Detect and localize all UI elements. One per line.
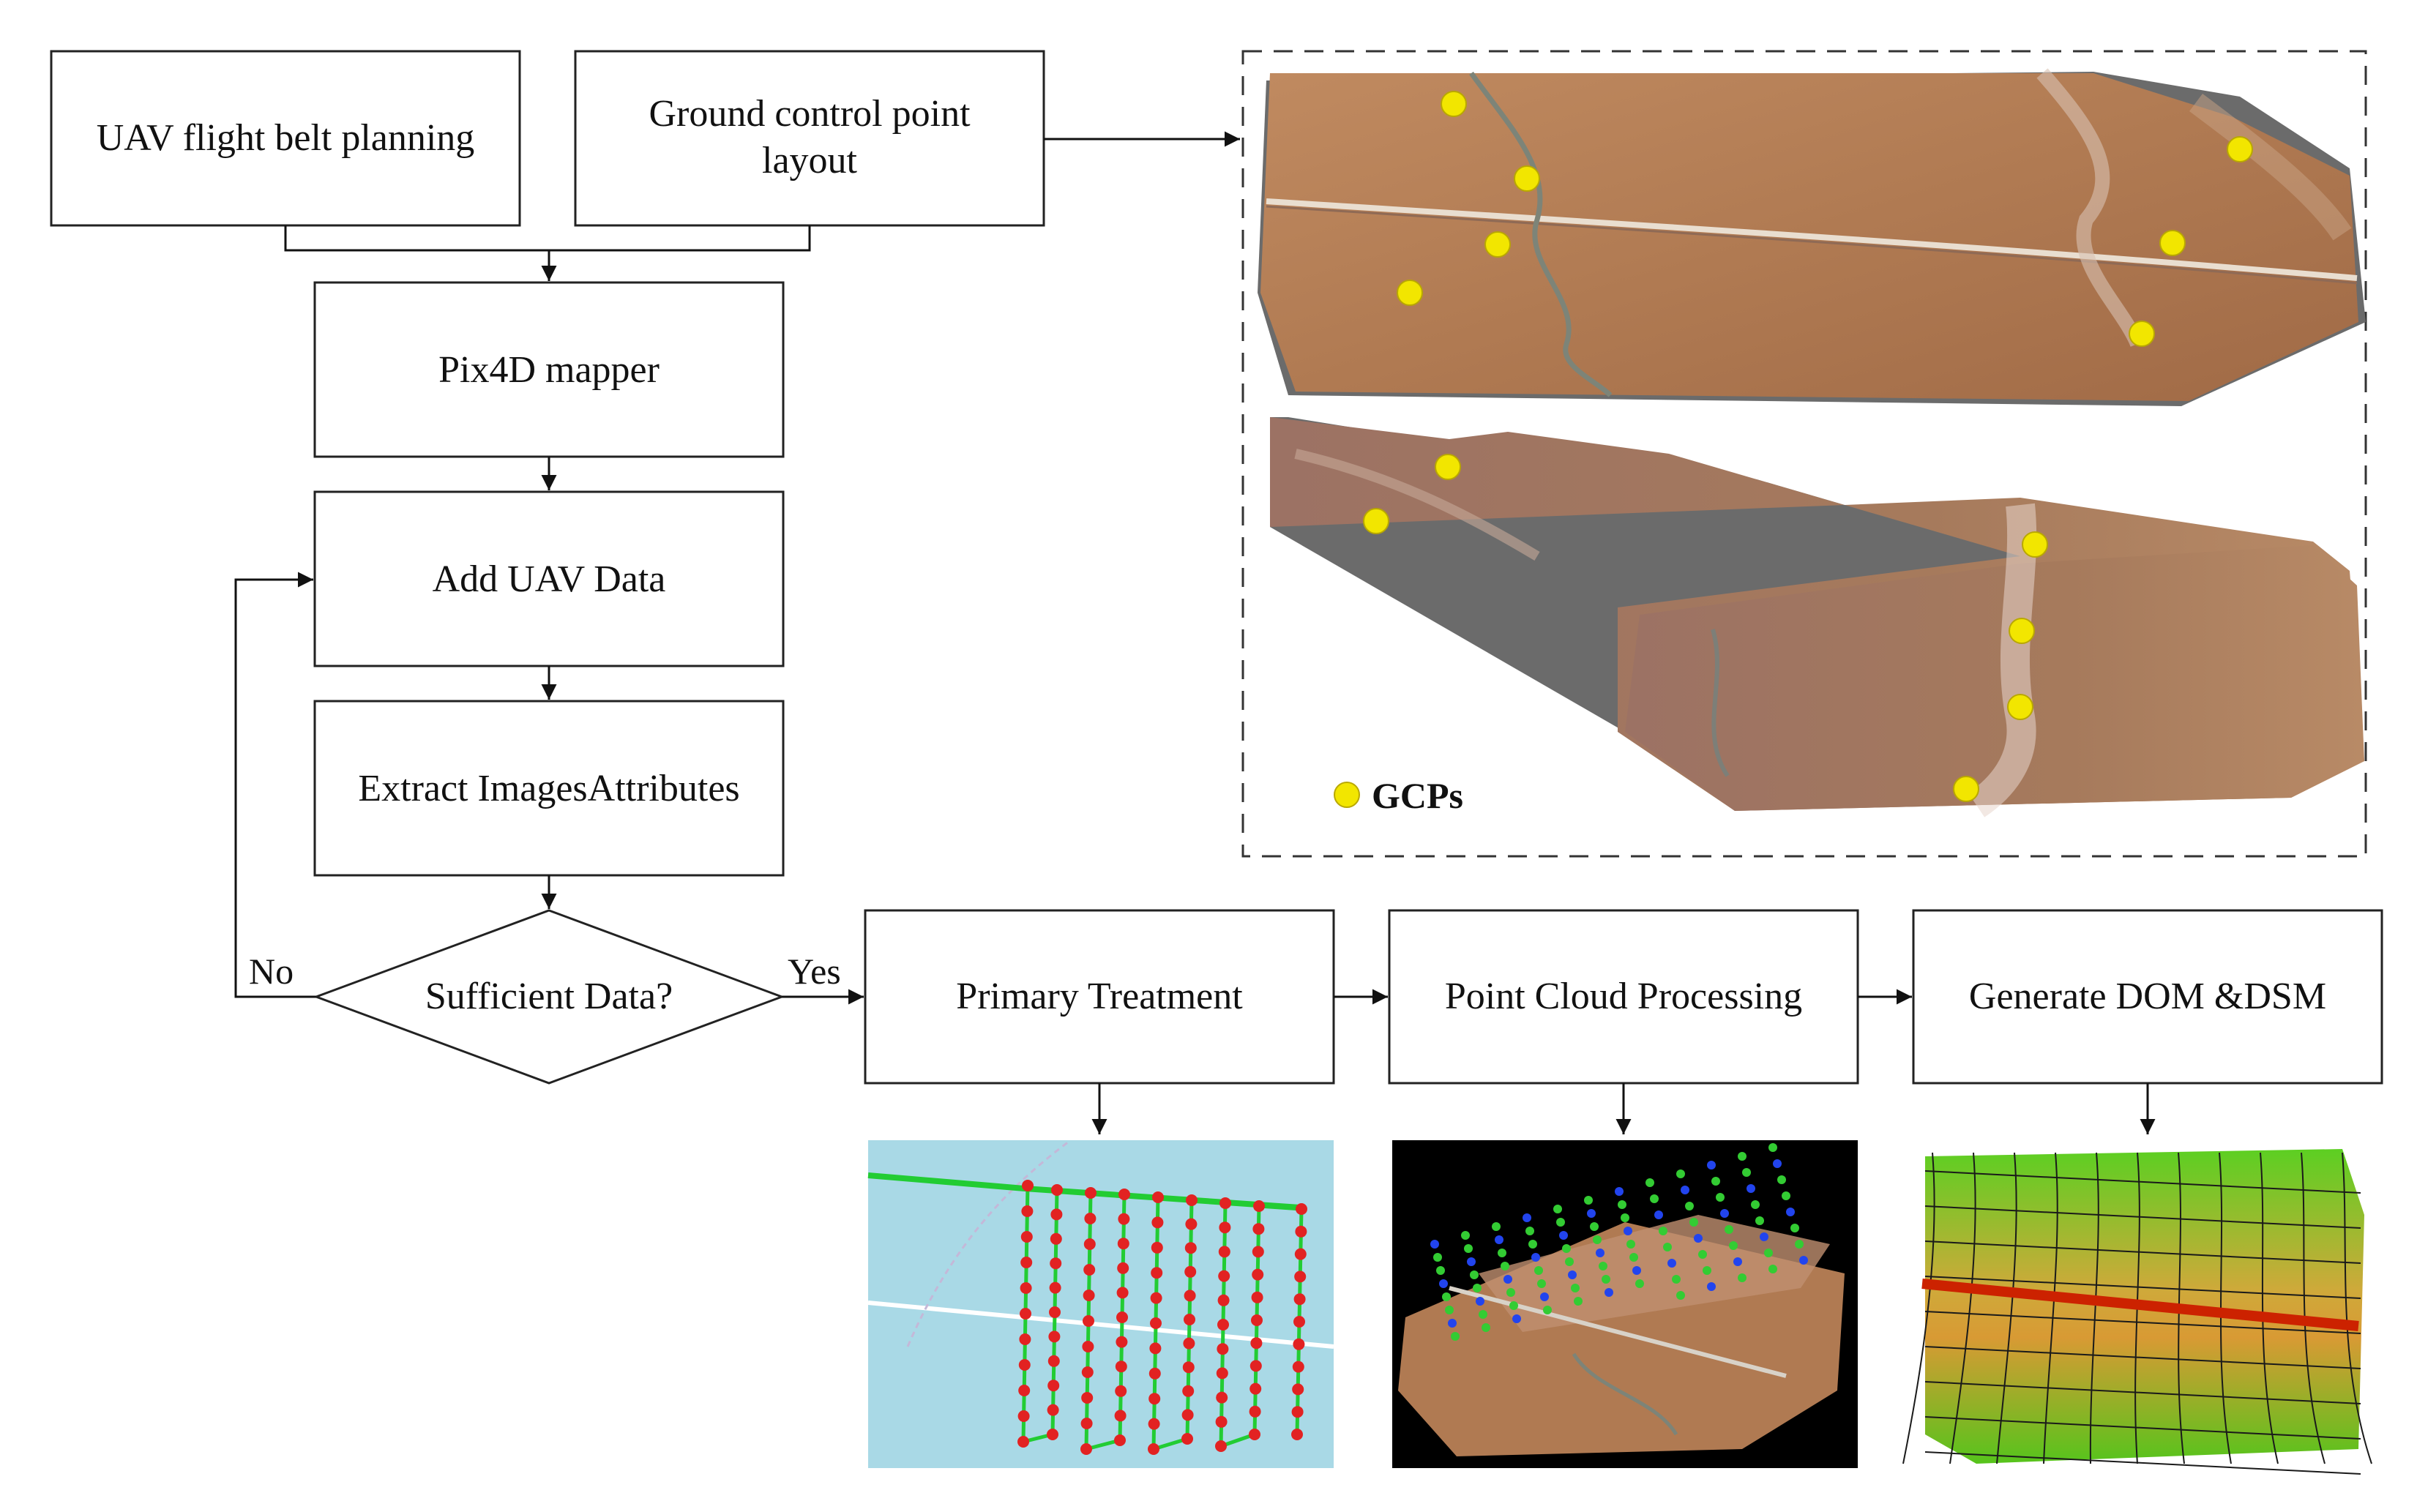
gcp-marker [2022,531,2048,558]
flight-lines [1017,1180,1307,1455]
node-extract-attributes: Extract ImagesAttributes [313,700,785,877]
point-cloud-image [1392,1140,1858,1468]
gcp-marker [1363,508,1389,534]
node-decision-label: Sufficient Data? [425,976,673,1017]
gcp-marker [2129,321,2155,347]
gcp-marker [1441,91,1467,117]
gcp-legend-label: GCPs [1372,775,1463,816]
node-generate-dom-dsm: Generate DOM &DSM [1912,909,2383,1085]
node-uav-planning-label: UAV flight belt planning [97,117,475,159]
node-point-cloud-label: Point Cloud Processing [1445,976,1802,1017]
edge-label-yes: Yes [788,951,841,992]
node-pix4d-label: Pix4D mapper [438,349,660,391]
gcp-marker [2009,618,2035,644]
orthophoto-bottom [1270,417,2364,817]
edge-label-no: No [249,951,294,992]
gcp-legend: GCPs [1334,775,1463,816]
gcp-marker [1397,280,1423,306]
node-point-cloud: Point Cloud Processing [1388,909,1859,1085]
gcp-marker [1435,454,1461,480]
node-gcp-layout-label-line1: Ground control point [649,93,971,135]
node-gcp-layout: Ground control point layout [574,50,1045,227]
node-primary-treatment-label: Primary Treatment [956,976,1243,1017]
gcp-marker [2227,136,2253,162]
gcp-marker [1953,776,1979,802]
edge-no-loop [234,572,316,998]
gcp-marker [1484,231,1511,258]
edges [234,131,2156,1134]
gcp-marker [2007,694,2033,720]
node-gcp-layout-label-line2: layout [762,140,858,181]
node-add-uav-data: Add UAV Data [313,490,785,667]
camera-positions [1430,1143,1808,1341]
dsm-image [1902,1149,2372,1475]
gcp-map-panel: GCPs [1241,50,2367,858]
gcp-marker [1514,165,1540,192]
flight-plan-image [867,1140,1334,1468]
gcp-marker [2159,230,2186,256]
node-generate-dom-dsm-label: Generate DOM &DSM [1969,976,2326,1017]
node-add-uav-data-label: Add UAV Data [433,558,666,600]
node-extract-attributes-label: Extract ImagesAttributes [358,768,739,809]
gcp-legend-marker [1334,782,1360,808]
node-decision: Sufficient Data? [313,909,785,1085]
node-uav-planning: UAV flight belt planning [50,50,521,227]
edge-merge-top [284,225,811,252]
orthophoto-top [1258,68,2366,406]
node-pix4d: Pix4D mapper [313,281,785,458]
node-primary-treatment: Primary Treatment [864,909,1335,1085]
